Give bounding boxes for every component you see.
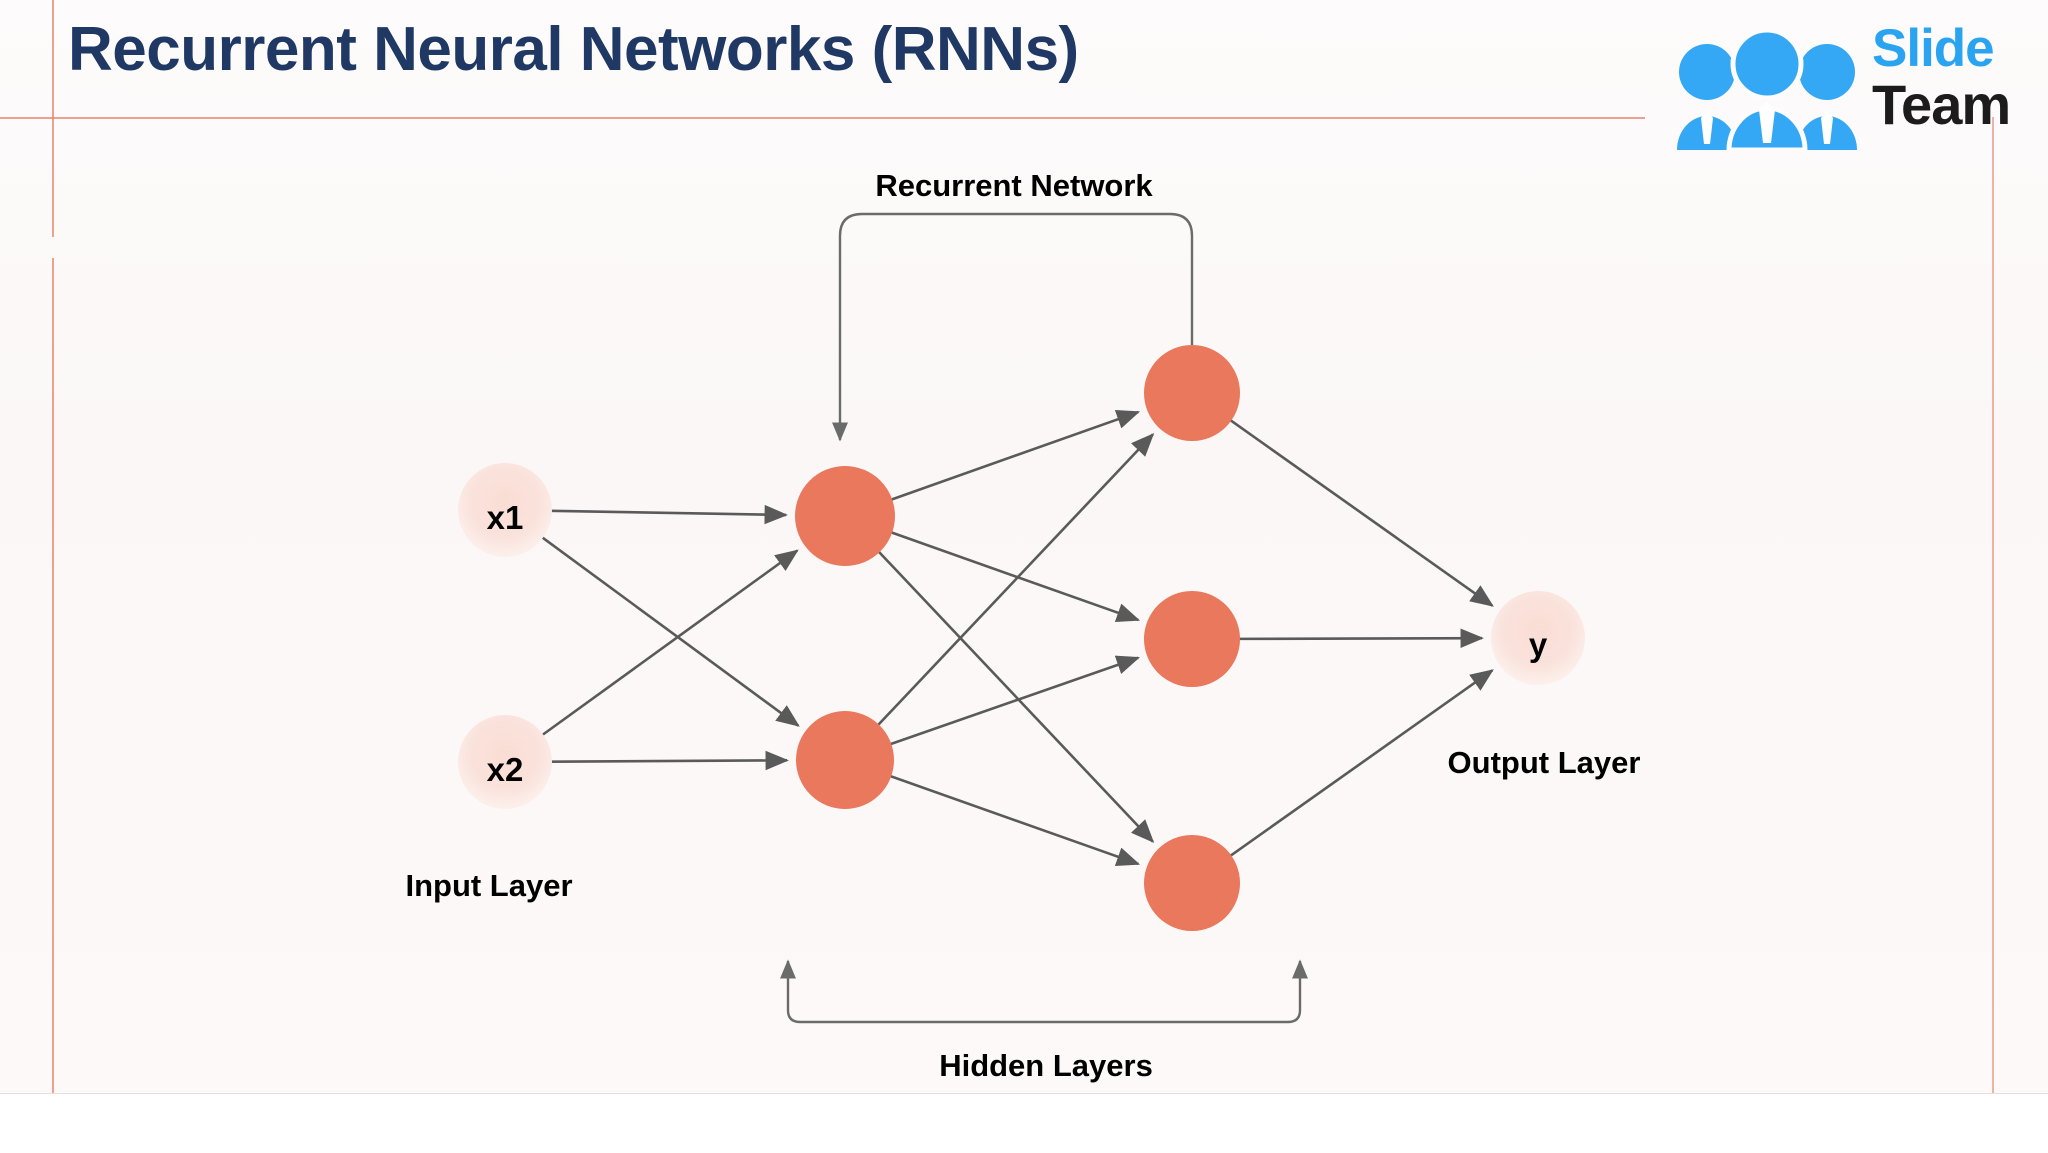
accent-rule-horizontal: [0, 117, 1645, 119]
edge-h5-to-y: [1228, 669, 1494, 858]
slide-footer-strip: [0, 1093, 2048, 1153]
edge-h2-to-h4: [888, 655, 1141, 746]
edge-h2-to-h5: [888, 774, 1141, 866]
label-recurrent-network: Recurrent Network: [875, 168, 1153, 203]
label-output-layer: Output Layer: [1447, 745, 1641, 780]
logo-wordmark: Slide Team: [1872, 19, 2011, 136]
logo-word-team: Team: [1872, 73, 2011, 136]
edge-h4-to-y: [1237, 628, 1484, 648]
edge-x2-to-h2: [549, 750, 789, 771]
edge-x1-to-h2: [540, 535, 800, 727]
page-title: Recurrent Neural Networks (RNNs): [68, 15, 1079, 84]
node-h5[interactable]: [1144, 835, 1240, 931]
node-group: [458, 345, 1585, 931]
recurrent-feedback-edge: [832, 212, 1194, 442]
label-input-layer: Input Layer: [405, 868, 573, 903]
edge-h2-to-h3: [876, 433, 1155, 727]
edge-x2-to-h1: [540, 549, 799, 737]
accent-rule-left-upper: [52, 0, 54, 237]
accent-rule-right: [1992, 117, 1994, 1093]
slide-canvas: Recurrent Neural Networks (RNNs) Slide T…: [0, 0, 2048, 1093]
edge-h1-to-h4: [889, 530, 1141, 622]
logo-word-slide: Slide: [1872, 19, 1995, 78]
edge-group: [540, 410, 1494, 866]
node-h4[interactable]: [1144, 591, 1240, 687]
node-h1[interactable]: [795, 466, 895, 566]
node-h2[interactable]: [796, 711, 894, 809]
node-y[interactable]: [1491, 591, 1585, 685]
people-group-icon: [1667, 27, 1867, 155]
node-h3[interactable]: [1144, 345, 1240, 441]
label-hidden-layers: Hidden Layers: [939, 1048, 1153, 1083]
edge-h3-to-y: [1228, 418, 1494, 607]
edge-h1-to-h3: [889, 410, 1141, 502]
slideteam-logo[interactable]: Slide Team: [1667, 14, 2017, 154]
edge-x1-to-h1: [549, 504, 788, 525]
accent-rule-left-lower: [52, 258, 54, 1093]
edge-h1-to-h5: [877, 549, 1155, 843]
network-graph-svg: [458, 212, 1585, 1024]
node-x1[interactable]: [458, 463, 552, 557]
node-x2[interactable]: [458, 715, 552, 809]
neural-network-diagram: x1 x2 y Recurrent Network Input Layer Hi…: [405, 168, 1641, 1083]
hidden-layers-bracket: [780, 959, 1308, 1024]
